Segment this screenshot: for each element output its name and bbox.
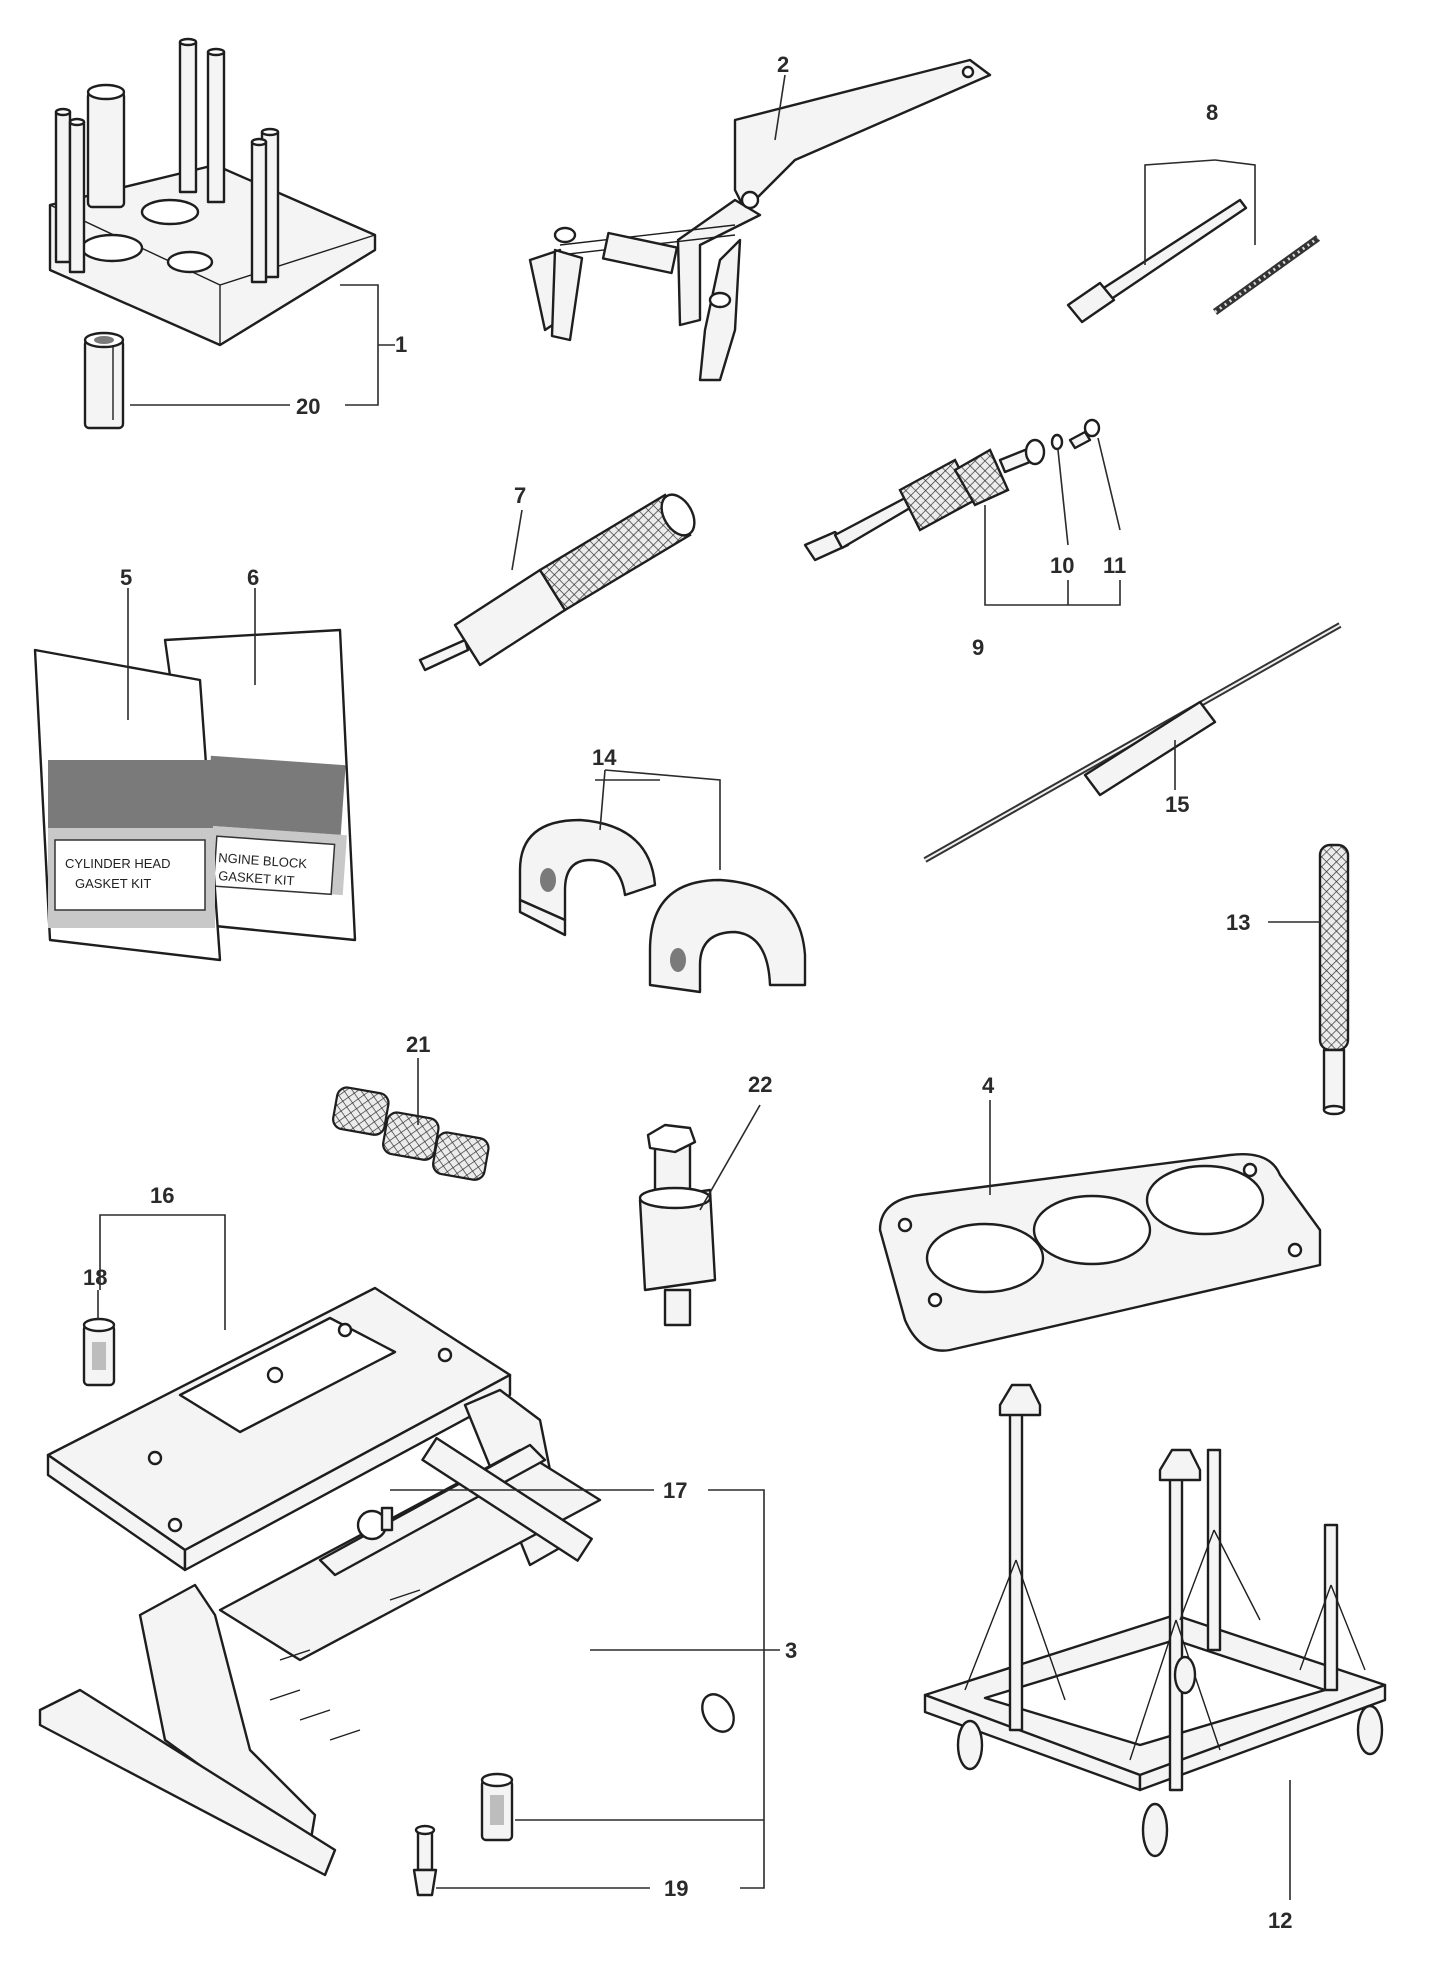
bag5-label-line2: GASKET KIT [75, 876, 151, 891]
callout-13: 13 [1226, 910, 1250, 935]
callout-16: 16 [150, 1183, 174, 1208]
part-22-puller [638, 1123, 717, 1327]
part-9-slide-hammer [803, 438, 1046, 562]
leader-line-8-a [1144, 159, 1216, 265]
leader-line-7 [511, 509, 523, 571]
part-5-cylinder-head-gasket-bag: CYLINDER HEAD GASKET KIT [33, 648, 222, 962]
leader-line-2 [774, 74, 786, 141]
part-8-rods [1066, 198, 1321, 324]
leader-line-14-b [604, 769, 721, 870]
part-1-pin-fixture [48, 37, 377, 347]
leader-line-8-b [1214, 159, 1256, 245]
part-11-screw [1068, 418, 1101, 450]
leader-line-14-a [599, 769, 606, 831]
leader-lines-3-17-19 [390, 1489, 780, 1889]
callout-4: 4 [982, 1073, 995, 1098]
callout-5: 5 [120, 565, 132, 590]
part-2-puller-pliers [528, 58, 992, 382]
part-18-fitting [82, 1317, 116, 1387]
callout-6: 6 [247, 565, 259, 590]
part-4-three-bore-plate [878, 1153, 1322, 1352]
part-14-half-rings [518, 818, 807, 994]
callout-12: 12 [1268, 1908, 1292, 1933]
callout-11: 11 [1103, 553, 1126, 578]
bag6-label-line2: GASKET KIT [218, 868, 295, 888]
callout-18: 18 [83, 1265, 107, 1290]
callout-21: 21 [406, 1032, 430, 1057]
part-16-base-plate [46, 1286, 512, 1572]
part-20-bushing [83, 331, 125, 430]
callout-14: 14 [592, 745, 617, 770]
part-13-knurled-pin [1318, 843, 1350, 1116]
part-17-pin [380, 1506, 394, 1532]
leader-lines-9-10-11 [984, 437, 1121, 606]
callout-10: 10 [1050, 553, 1074, 578]
callout-labels: 1 2 3 4 5 6 7 8 9 10 11 12 13 14 15 16 1… [83, 52, 1292, 1933]
part-19-locating-pins [412, 1772, 514, 1897]
callout-22: 22 [748, 1072, 772, 1097]
callout-15: 15 [1165, 792, 1189, 817]
part-7-knurled-punch [418, 493, 696, 672]
part-3-engine-stand [38, 1388, 735, 1877]
part-12-engine-cart [923, 1383, 1387, 1858]
callout-3: 3 [785, 1638, 797, 1663]
leader-lines-1-20 [130, 284, 395, 406]
callout-20: 20 [296, 394, 320, 419]
callout-8: 8 [1206, 100, 1218, 125]
callout-17: 17 [663, 1478, 687, 1503]
part-21-knurled-nuts [332, 1086, 490, 1181]
leader-line-22 [699, 1104, 761, 1211]
callout-7: 7 [514, 483, 526, 508]
callout-1: 1 [395, 332, 407, 357]
callout-2: 2 [777, 52, 789, 77]
part-15-long-rod [923, 622, 1342, 863]
callout-19: 19 [664, 1876, 688, 1901]
bag6-label-line1: NGINE BLOCK [218, 850, 308, 871]
leader-line-16 [99, 1214, 226, 1330]
part-10-washer [1050, 433, 1064, 451]
callout-9: 9 [972, 635, 984, 660]
bag5-label-line1: CYLINDER HEAD [65, 856, 170, 871]
